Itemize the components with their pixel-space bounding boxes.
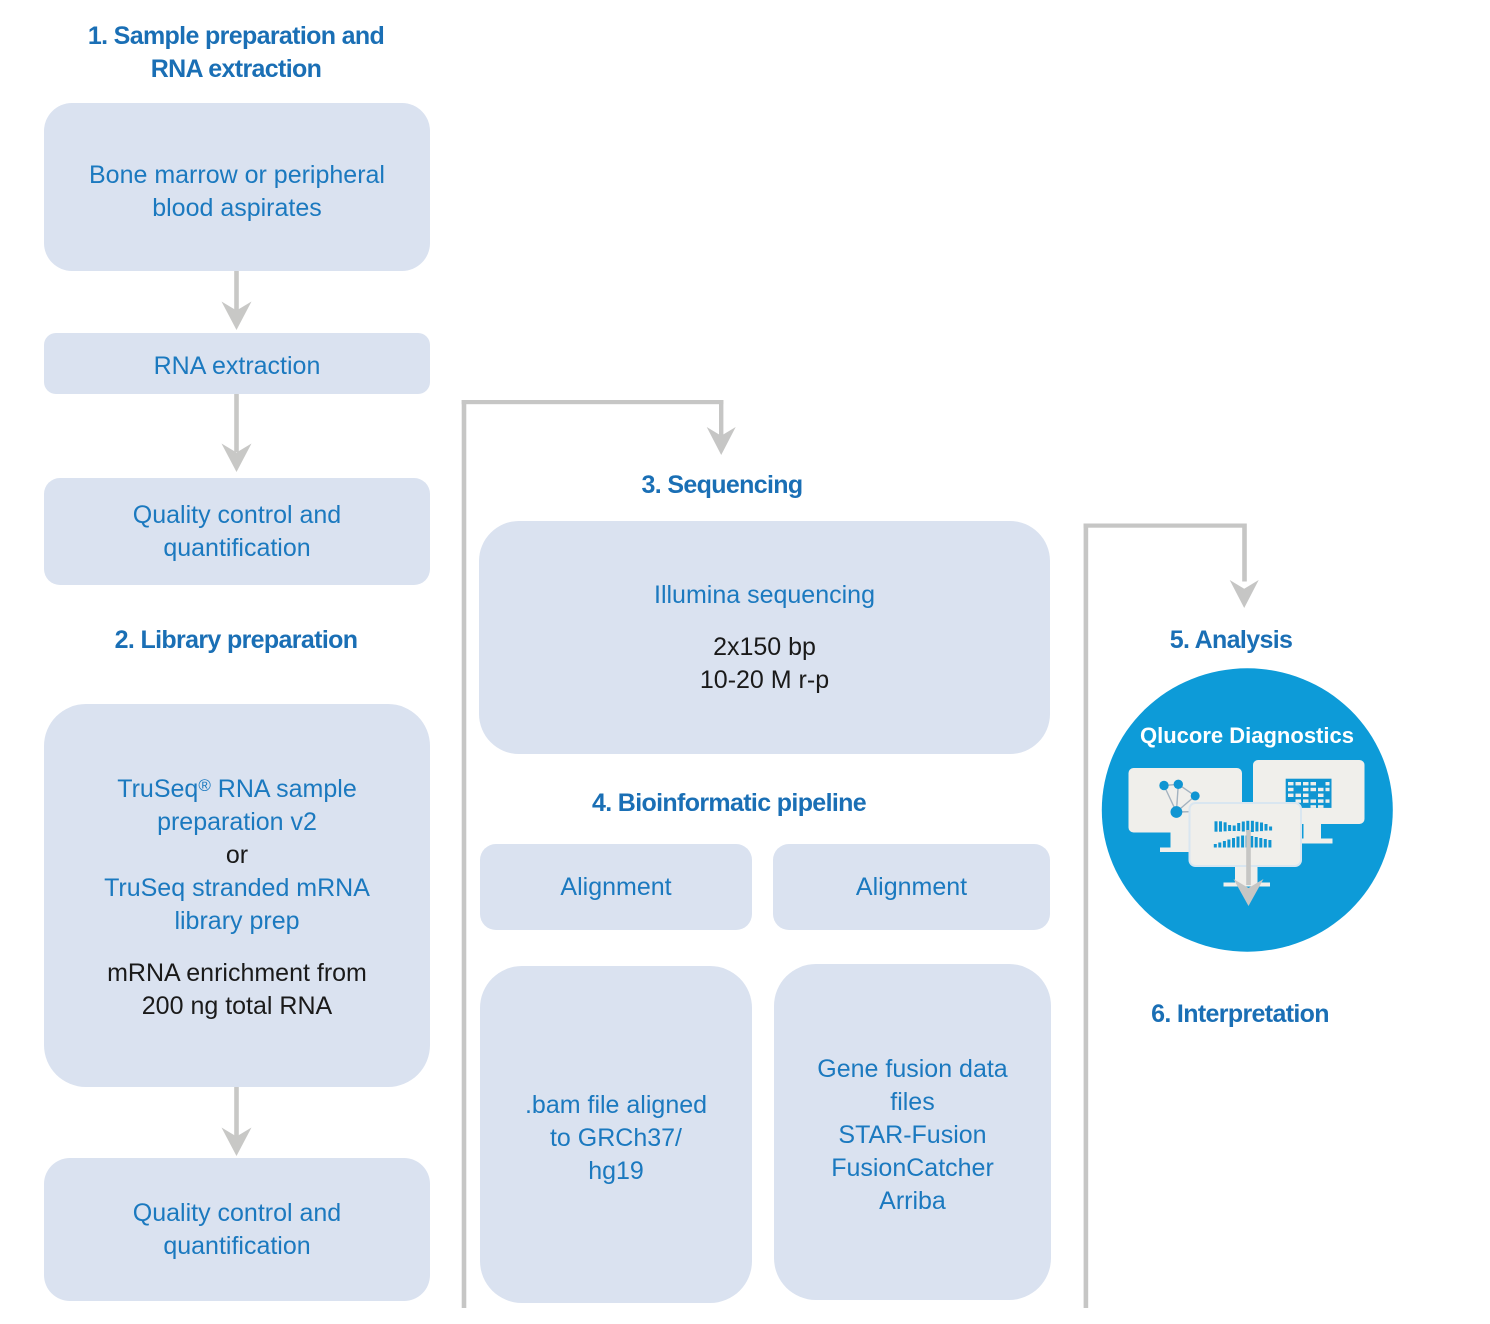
svg-text:Qlucore Diagnostics: Qlucore Diagnostics xyxy=(1140,723,1354,748)
